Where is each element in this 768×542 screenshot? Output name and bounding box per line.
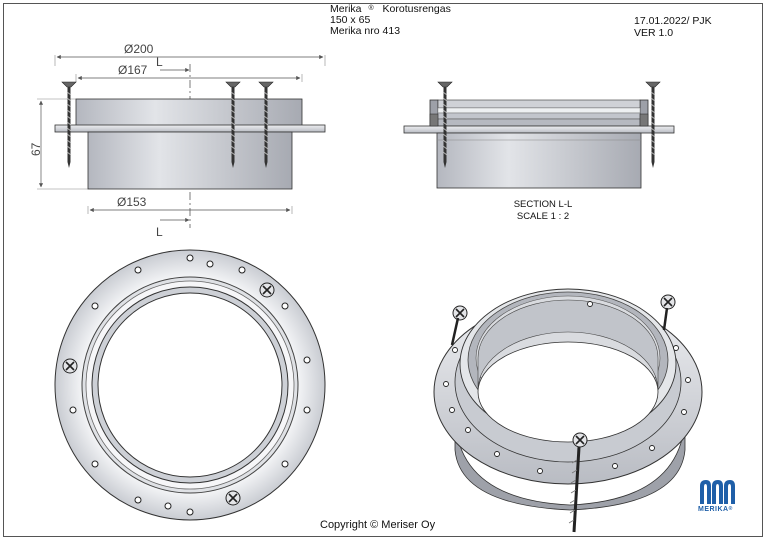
dim-diameter-153: Ø153 xyxy=(117,195,147,209)
top-view xyxy=(54,249,326,521)
product-name: Korotusrengas xyxy=(382,3,451,15)
logo-text: MERIKA® xyxy=(698,506,733,513)
logo-word: MERIKA xyxy=(698,506,729,513)
title-brand-line: Merika ® Korotusrengas xyxy=(330,3,451,15)
product-size: 150 x 65 xyxy=(330,14,371,26)
cut-label-bottom: L xyxy=(156,225,163,239)
copyright: Copyright © Meriser Oy xyxy=(320,519,436,531)
dim-diameter-167: Ø167 xyxy=(118,63,148,77)
section-scale: SCALE 1 : 2 xyxy=(516,211,570,222)
front-view: Ø200 Ø167 Ø153 67 L L xyxy=(29,42,326,239)
logo-reg: ® xyxy=(728,506,733,512)
drawing-frame xyxy=(3,3,763,537)
isometric-view xyxy=(433,288,703,533)
dim-height-67: 67 xyxy=(29,142,43,156)
section-title: SECTION L-L xyxy=(513,199,573,210)
product-number: Merika nro 413 xyxy=(330,25,401,37)
section-view xyxy=(403,80,675,189)
brand-name: Merika xyxy=(330,3,362,15)
brand-reg: ® xyxy=(368,5,374,12)
dim-diameter-200: Ø200 xyxy=(124,42,154,56)
cut-label-top: L xyxy=(156,55,163,69)
drawing-version: VER 1.0 xyxy=(634,27,674,39)
merika-logo xyxy=(700,480,735,504)
drawing-date: 17.01.2022/ PJK xyxy=(634,15,712,27)
